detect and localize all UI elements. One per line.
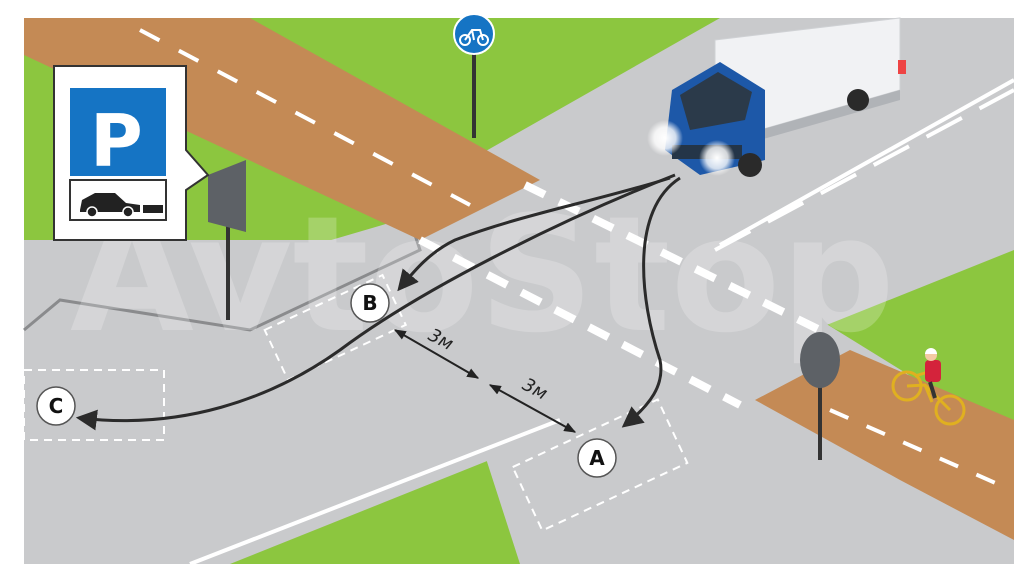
- parking-sign-callout: P: [53, 65, 210, 241]
- round-sign-back: [800, 332, 840, 388]
- path-arrow-to-b: [397, 176, 671, 292]
- bike-path-upper-dash: [139, 28, 471, 207]
- dimension-arrow-1: [393, 329, 480, 379]
- parking-letter: P: [90, 99, 143, 183]
- path-arrow-to-c: [75, 173, 676, 431]
- car-icon: [80, 193, 163, 218]
- cyclist-icon: [891, 348, 966, 426]
- parking-sign-face: [70, 88, 166, 176]
- path-arrow-to-a: [621, 176, 681, 428]
- parking-sign-back: [208, 160, 246, 232]
- parking-bay-c: [23, 369, 165, 441]
- point-b-circle: [350, 283, 390, 323]
- point-c-label: C: [49, 394, 64, 418]
- bike-path-lower-dash: [829, 408, 1001, 487]
- bicycle-sign: [453, 13, 495, 55]
- bicycle-icon: [459, 29, 489, 46]
- truck-icon: [647, 17, 906, 177]
- parking-bay-b: [263, 273, 408, 382]
- point-b-label: B: [362, 291, 377, 315]
- curb-line-right: [719, 78, 1015, 247]
- curb-line-lower: [189, 418, 561, 566]
- point-c-circle: [36, 386, 76, 426]
- point-a-label: A: [589, 446, 605, 470]
- crossing-dashes-1: [523, 181, 832, 339]
- dimension-arrow-2: [488, 384, 577, 433]
- curb-line-left: [23, 234, 422, 332]
- watermark: AvtoStop: [70, 181, 895, 368]
- point-a-circle: [577, 438, 617, 478]
- parking-bay-a: [511, 398, 689, 532]
